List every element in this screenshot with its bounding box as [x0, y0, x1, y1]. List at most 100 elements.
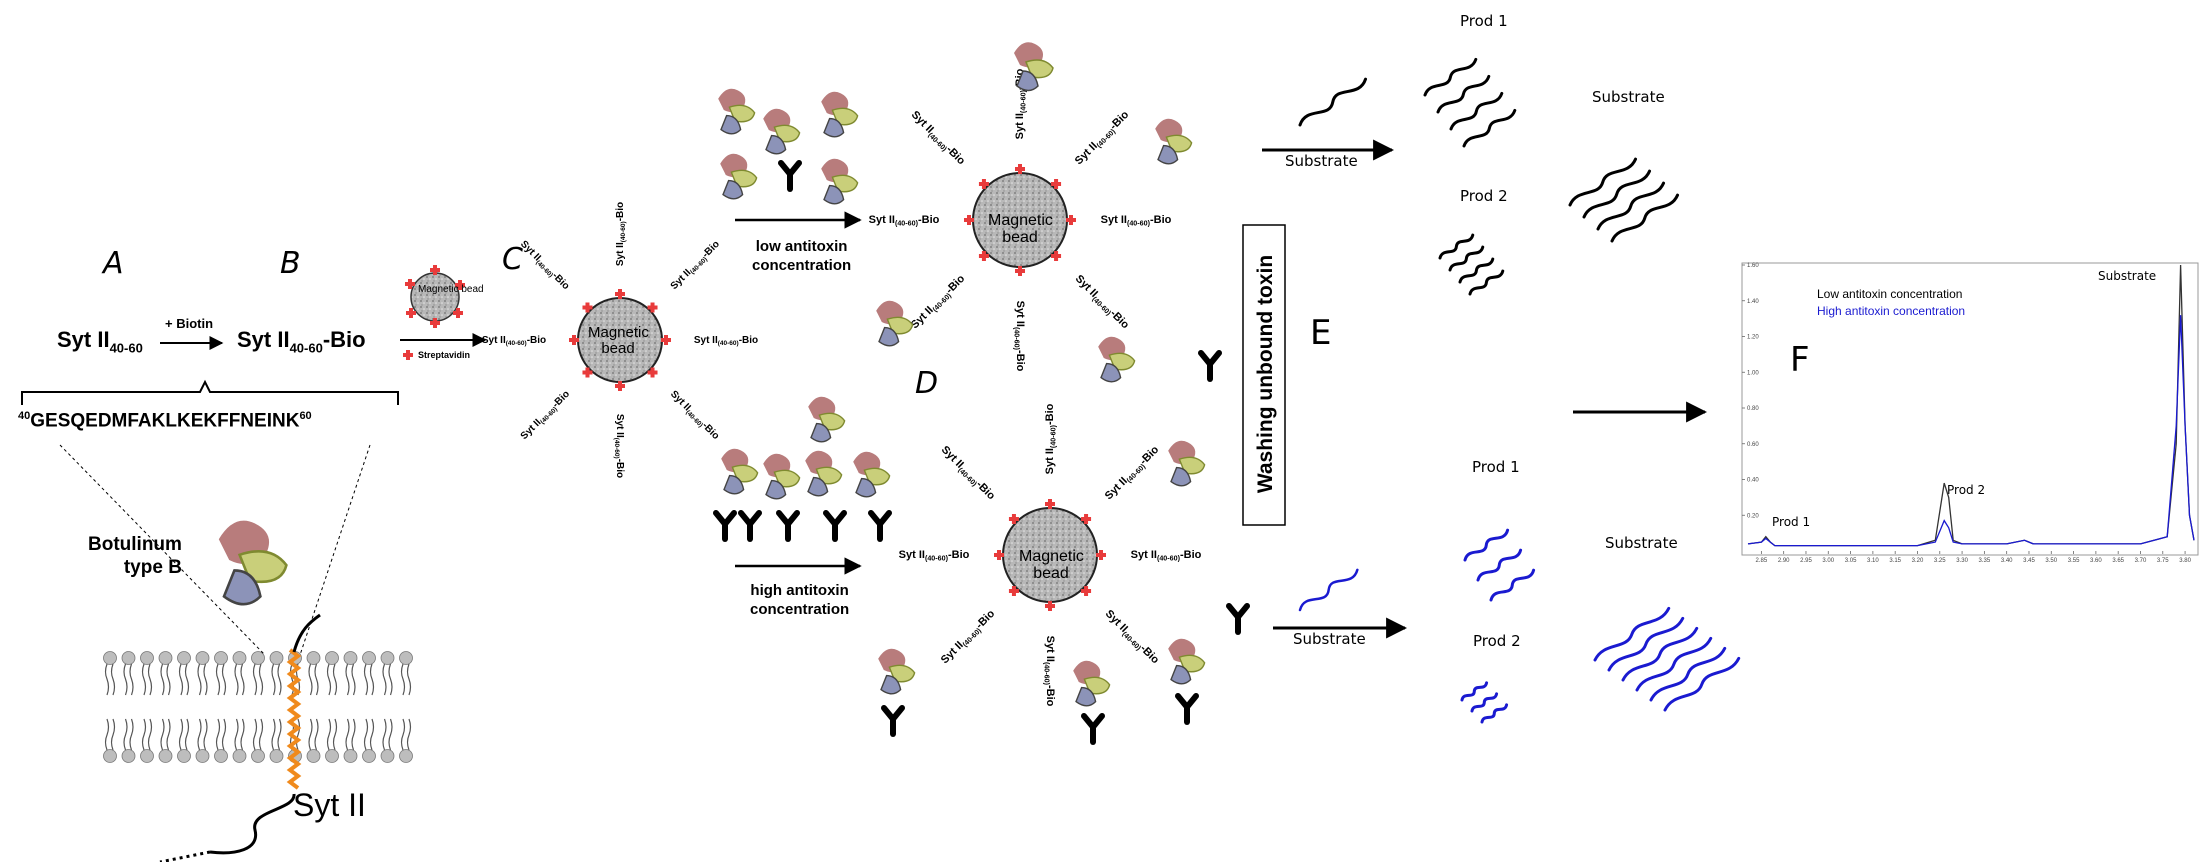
lipid-bilayer — [103, 651, 413, 763]
lipid-head — [269, 651, 284, 665]
chart-annotation-substrate: Substrate — [2098, 269, 2157, 283]
lipid-head — [177, 749, 191, 763]
lipid-head — [103, 749, 117, 763]
panel-label-c: C — [502, 242, 523, 277]
panel-label-f: F — [1790, 340, 1810, 380]
chart-annotation-prod2: Prod 2 — [1947, 483, 1986, 497]
lipid-tail — [308, 718, 319, 751]
peptide-squiggle — [1663, 656, 1741, 712]
peptide-squiggle — [1568, 157, 1638, 207]
reaction-squiggles — [1298, 57, 1741, 724]
lipid-head — [232, 651, 247, 665]
peptide-squiggle — [1470, 692, 1499, 713]
peptide-squiggle — [1593, 606, 1671, 662]
syt2-transmembrane-helix — [286, 648, 302, 790]
lipid-tail — [363, 663, 375, 696]
y-tick-label: 0.60 — [1747, 442, 1759, 448]
lipid-head — [343, 651, 358, 665]
peptide-squiggle — [1298, 568, 1359, 612]
lipid-tail — [160, 663, 171, 696]
zoom-line-right — [299, 444, 371, 656]
lipid-tail — [363, 718, 375, 751]
peptide-squiggle — [1423, 57, 1478, 97]
lipid-head — [121, 651, 136, 665]
syt2-bio-chain-label: Syt II(40-60)-Bio — [615, 202, 627, 266]
series-line-high — [1747, 315, 2195, 547]
peptide-squiggle — [1596, 181, 1666, 231]
lipid-tail — [197, 718, 208, 751]
lipid-tail — [252, 718, 264, 751]
syt2-bio-chain-label: Syt II(40-60)-Bio — [1101, 214, 1172, 227]
zoom-line-left — [59, 444, 266, 656]
peptide-squiggle — [1635, 636, 1713, 692]
syt2-bio-chain-label: Syt II(40-60)-Bio — [1103, 443, 1163, 503]
toxins-low-group — [717, 41, 1193, 383]
panel-label-e: E — [1310, 313, 1332, 353]
lipid-head — [158, 651, 173, 665]
y-tick-label: 0.80 — [1747, 406, 1759, 412]
lipid-tail — [160, 718, 171, 751]
syt2-bio-chain-label: Syt II(40-60)-Bio — [1072, 273, 1132, 333]
lipid-tail — [345, 663, 356, 696]
lipid-tail — [123, 663, 134, 696]
chart-annotation-prod1: Prod 1 — [1772, 515, 1811, 529]
prod2-low-label: Prod 2 — [1460, 187, 1508, 205]
lipid-head — [399, 651, 413, 665]
y-tick-label: 1.60 — [1747, 263, 1759, 269]
syt2-bio-chain-label: Syt II(40-60)-Bio — [909, 273, 969, 333]
syt2-bio-chain-label: Syt II(40-60)-Bio — [869, 214, 940, 227]
lipid-head — [380, 651, 395, 665]
lipid-tail — [197, 663, 208, 696]
lipid-head — [195, 749, 210, 763]
peptide-squiggle — [1476, 548, 1523, 582]
lipid-head — [362, 749, 376, 763]
lipid-head — [362, 651, 376, 665]
lipid-tail — [252, 663, 264, 696]
x-tick-label: 3.25 — [1934, 558, 1946, 564]
y-tick-label: 1.40 — [1747, 299, 1759, 305]
peptide-squiggle — [1489, 568, 1536, 602]
syt2-bio-chain-label: Syt II(40-60)-Bio — [938, 444, 998, 504]
lipid-tail — [400, 718, 412, 751]
lipid-head — [325, 749, 339, 763]
lipid-head — [251, 749, 265, 763]
peptide-squiggle — [1463, 528, 1510, 562]
lipid-tail — [215, 663, 227, 696]
syt2-n-terminal-tail — [292, 613, 321, 653]
syt2-c-terminal-tail — [209, 793, 296, 855]
lipid-tail — [234, 718, 245, 751]
lipid-tail — [382, 663, 393, 696]
lipid-head — [251, 651, 265, 665]
panel-label-d: D — [915, 366, 939, 401]
lipid-head — [269, 749, 284, 763]
sequence-brace — [21, 379, 399, 405]
syt2-bio-chain-label: Syt II(40-60)-Bio — [1043, 636, 1056, 707]
x-tick-label: 2.85 — [1756, 558, 1768, 564]
biotinylated-peptide-label: Syt II40-60-Bio — [237, 327, 366, 356]
x-tick-label: 3.40 — [2001, 558, 2013, 564]
lipid-head — [214, 749, 228, 763]
legend-high: High antitoxin concentration — [1817, 304, 1966, 318]
lipid-tail — [104, 718, 116, 751]
biotin-label: + Biotin — [165, 316, 214, 331]
peptide-squiggle — [1298, 77, 1368, 127]
lipid-head — [343, 749, 358, 763]
chart-frame — [1741, 262, 2199, 556]
prod1-high-label: Prod 1 — [1472, 458, 1520, 476]
peptide-squiggle — [1462, 108, 1517, 148]
lipid-head — [177, 651, 191, 665]
syt2-bio-chain-label: Syt II(40-60)-Bio — [667, 388, 721, 442]
peptide-squiggle — [1621, 626, 1699, 682]
lipid-tail — [234, 663, 245, 696]
lipid-head — [232, 749, 247, 763]
lipid-head — [195, 651, 210, 665]
botulinum-toxin-structure — [217, 519, 288, 606]
x-tick-label: 3.55 — [2068, 558, 2080, 564]
lipid-tail — [141, 663, 153, 696]
peptide-squiggle — [1480, 703, 1509, 724]
lipid-head — [121, 749, 136, 763]
syt2-bio-chain-label: Syt II(40-60)-Bio — [482, 335, 546, 347]
